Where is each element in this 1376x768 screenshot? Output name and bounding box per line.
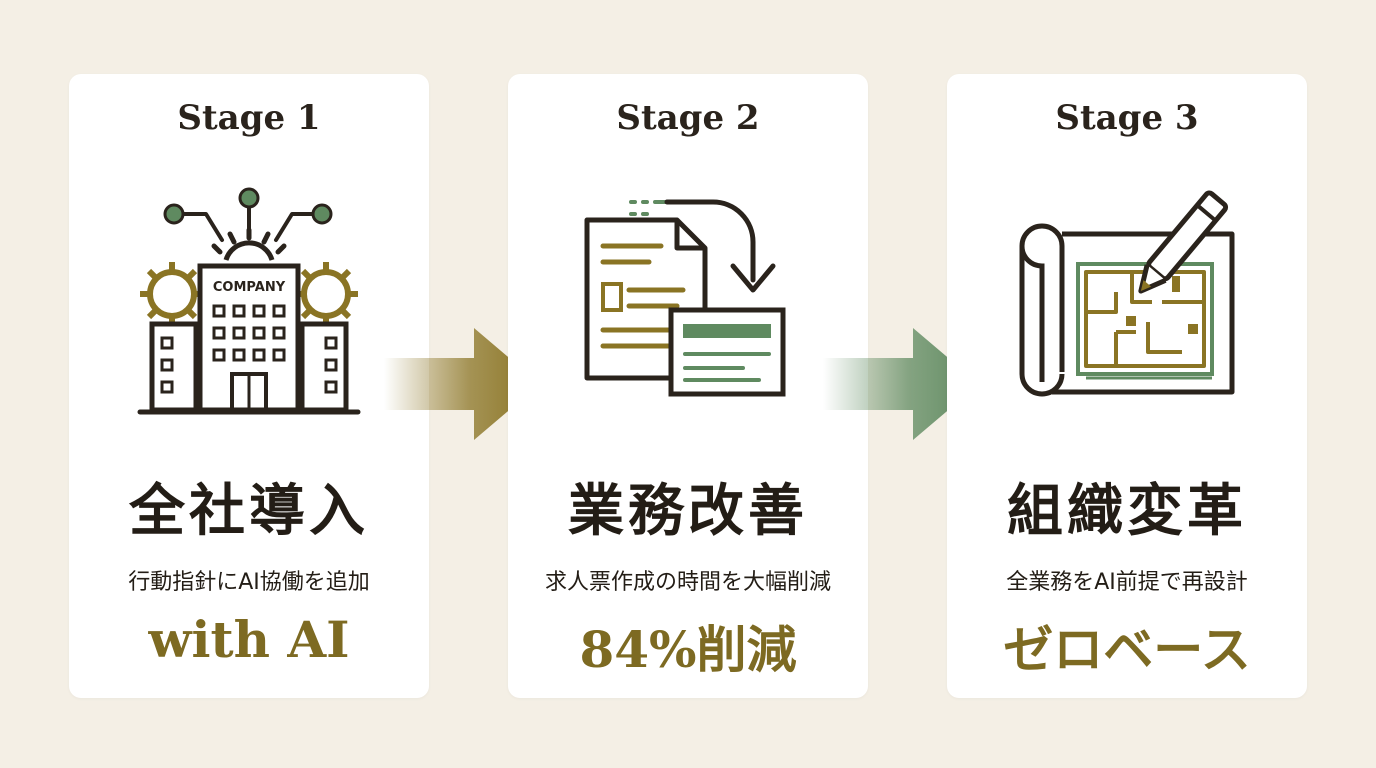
stage-label: Stage 2 [616, 98, 760, 138]
stage-title: 組織変革 [1007, 478, 1247, 544]
arrow-right-gold-icon [384, 328, 540, 440]
stage-label: Stage 3 [1055, 98, 1199, 138]
stage-title: 業務改善 [568, 478, 808, 544]
arrow-right-green-icon [823, 328, 979, 440]
stage-highlight: 84%削減 [579, 620, 797, 679]
stage-1-card: Stage 1 [69, 74, 429, 698]
document-transfer-icon [584, 199, 786, 397]
blueprint-pencil-icon [1019, 190, 1235, 397]
stage-highlight: with AI [148, 610, 350, 669]
stage-highlight: ゼロベース [1003, 620, 1251, 679]
stage-description: 全業務をAI前提で再設計 [1006, 570, 1248, 595]
stage-2-card: Stage 2 業務改善 求人票作成の時間を大幅削減 84%削 [508, 74, 868, 698]
stage-3-card: Stage 3 組織変革 [947, 74, 1307, 698]
stage-description: 行動指針にAI協働を追加 [128, 570, 370, 595]
stage-description: 求人票作成の時間を大幅削減 [544, 570, 831, 595]
company-sign: COMPANY [213, 280, 286, 295]
stage-title: 全社導入 [129, 478, 369, 544]
stage-label: Stage 1 [177, 98, 321, 138]
company-building-icon: COMPANY [137, 187, 361, 415]
